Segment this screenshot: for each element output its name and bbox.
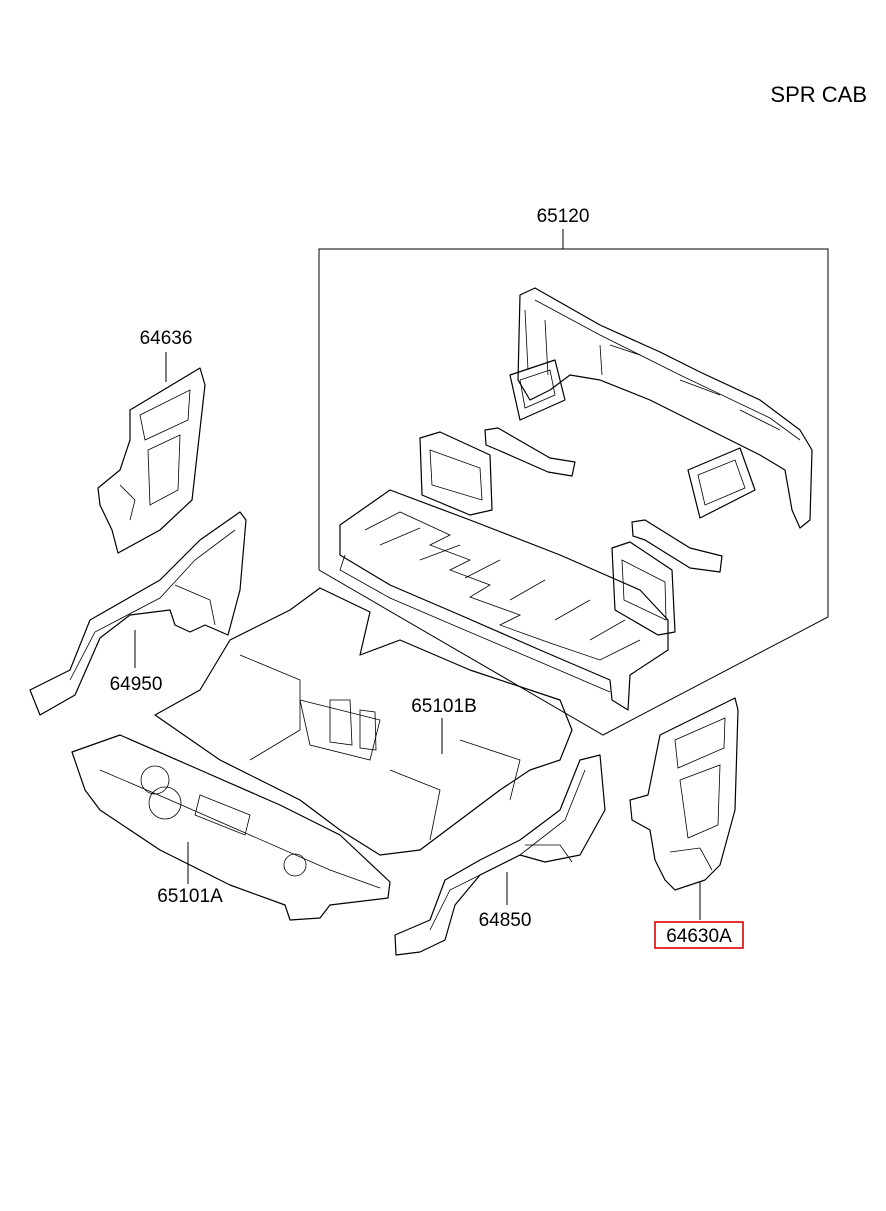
label-65101B[interactable]: 65101B [411,696,477,717]
part-65101B-drawing [154,587,573,856]
part-rear-crossmember-drawing [509,287,813,529]
label-64636[interactable]: 64636 [140,328,193,349]
label-65101A[interactable]: 65101A [157,886,223,907]
part-64630A-drawing [629,697,739,920]
part-64850-drawing [394,754,606,956]
part-bracket-lower-drawing [611,519,723,636]
part-rear-floor-panel-drawing [339,489,669,711]
part-65101A-drawing [71,734,391,921]
label-65120[interactable]: 65120 [537,206,590,227]
diagram-header: SPR CAB [770,82,867,107]
part-bracket-upper-drawing [419,427,576,516]
label-64630A[interactable]: 64630A [666,926,732,947]
label-64850[interactable]: 64850 [479,910,532,931]
label-64630A-highlighted[interactable]: 64630A [654,921,744,949]
highlight-box [654,921,744,949]
part-64636-drawing [97,352,206,554]
part-64950-drawing [29,511,247,716]
assembly-box-65120 [318,229,829,736]
label-64950[interactable]: 64950 [110,674,163,695]
